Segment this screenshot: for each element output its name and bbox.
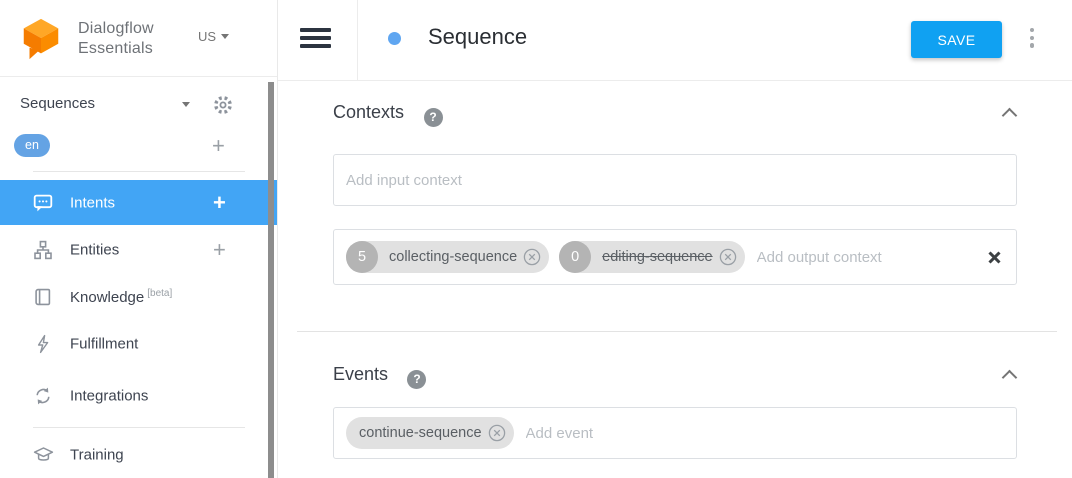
region-selector[interactable]: US: [198, 29, 230, 44]
agent-caret-icon[interactable]: [182, 102, 190, 107]
contexts-header: Contexts ?: [333, 102, 1018, 127]
events-field: continue-sequence: [333, 407, 1017, 459]
chip-label: editing-sequence: [602, 249, 713, 265]
add-language-button[interactable]: +: [212, 133, 225, 158]
chevron-up-icon[interactable]: [1001, 369, 1018, 386]
bolt-icon: [37, 334, 49, 354]
chevron-up-icon[interactable]: [1001, 107, 1018, 124]
lifespan-count[interactable]: 5: [346, 241, 378, 273]
contexts-title: Contexts: [333, 102, 405, 122]
input-context-input[interactable]: [334, 155, 1016, 205]
sidebar-item-training[interactable]: Training: [0, 434, 277, 476]
event-chip[interactable]: continue-sequence: [346, 417, 514, 449]
sidebar-item-label: Intents: [70, 194, 116, 211]
sidebar-divider: [33, 427, 245, 428]
kebab-menu-icon[interactable]: [1024, 28, 1040, 52]
page-title: Sequence: [428, 24, 528, 49]
remove-chip-icon[interactable]: [719, 248, 737, 266]
sitemap-icon: [34, 240, 52, 260]
header-divider: [357, 0, 358, 80]
help-icon[interactable]: ?: [423, 108, 443, 127]
logo-header: Dialogflow Essentials US: [0, 0, 277, 77]
remove-chip-icon[interactable]: [523, 248, 541, 266]
main-header: Sequence SAVE: [278, 0, 1072, 81]
chip-label: continue-sequence: [359, 425, 482, 441]
agent-selector[interactable]: Sequences: [20, 95, 96, 112]
gear-icon[interactable]: [210, 92, 236, 118]
book-icon: [35, 288, 51, 306]
intent-editor: Contexts ? 5 collecting-sequence 0 editi…: [278, 81, 1072, 478]
output-context-chip[interactable]: 0 editing-sequence: [559, 241, 745, 273]
chat-bubble-icon: [33, 194, 53, 211]
sidebar-item-label: Entities: [70, 241, 120, 259]
output-context-input[interactable]: [744, 230, 981, 284]
beta-badge: [beta]: [147, 288, 173, 299]
output-context-field: 5 collecting-sequence 0 editing-sequence: [333, 229, 1017, 285]
graduation-cap-icon: [33, 447, 54, 461]
agent-selector-row: Sequences: [0, 88, 277, 122]
sidebar-item-fulfillment[interactable]: Fulfillment: [0, 323, 277, 365]
sidebar-item-intents[interactable]: Intents +: [0, 180, 277, 225]
event-input[interactable]: [513, 408, 1016, 458]
events-title: Events: [333, 364, 389, 384]
save-button[interactable]: SAVE: [911, 21, 1002, 58]
language-row: en +: [0, 130, 277, 164]
add-entity-button[interactable]: +: [213, 237, 226, 262]
sidebar-scrollbar[interactable]: [268, 82, 274, 478]
section-divider: [297, 331, 1057, 332]
sidebar-item-knowledge[interactable]: Knowledge[beta]: [0, 276, 277, 318]
sidebar: Dialogflow Essentials US Sequences en +: [0, 0, 278, 478]
sidebar-item-label: Fulfillment: [70, 335, 139, 353]
app-title: Dialogflow Essentials: [78, 20, 154, 57]
sync-icon: [36, 387, 50, 405]
add-intent-button[interactable]: +: [213, 189, 226, 215]
intent-status-dot-icon: [388, 32, 401, 45]
remove-chip-icon[interactable]: [488, 424, 506, 442]
sidebar-item-label: Training: [70, 446, 124, 464]
lifespan-count[interactable]: 0: [559, 241, 592, 273]
sidebar-item-label: Integrations: [70, 387, 149, 405]
language-chip[interactable]: en: [14, 134, 50, 157]
menu-icon[interactable]: [300, 28, 331, 52]
dialogflow-logo-icon: [23, 18, 59, 60]
sidebar-divider: [33, 171, 245, 172]
region-caret-icon: [221, 34, 230, 39]
events-header: Events ?: [333, 364, 1018, 389]
clear-field-icon[interactable]: [987, 250, 1002, 265]
region-label: US: [198, 29, 217, 44]
chip-label: collecting-sequence: [389, 249, 518, 265]
input-context-field: [333, 154, 1017, 206]
help-icon[interactable]: ?: [407, 370, 427, 389]
output-context-chip[interactable]: 5 collecting-sequence: [346, 241, 550, 273]
sidebar-item-label: Knowledge[beta]: [70, 288, 173, 306]
sidebar-item-integrations[interactable]: Integrations: [0, 375, 277, 417]
sidebar-item-entities[interactable]: Entities +: [0, 229, 277, 271]
